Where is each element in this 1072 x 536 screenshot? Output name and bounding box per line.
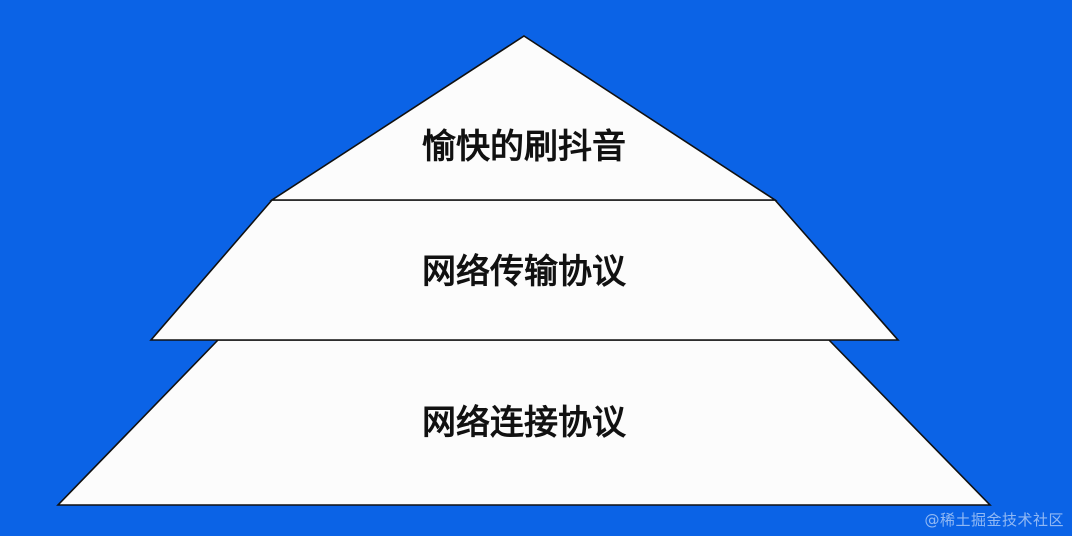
pyramid-label-top: 愉快的刷抖音 bbox=[422, 127, 626, 167]
watermark-credit: @稀土掘金技术社区 bbox=[924, 511, 1064, 529]
pyramid-label-middle: 网络传输协议 bbox=[422, 252, 627, 292]
pyramid-label-bottom: 网络连接协议 bbox=[422, 403, 627, 443]
pyramid-layer-top bbox=[269, 35, 778, 201]
